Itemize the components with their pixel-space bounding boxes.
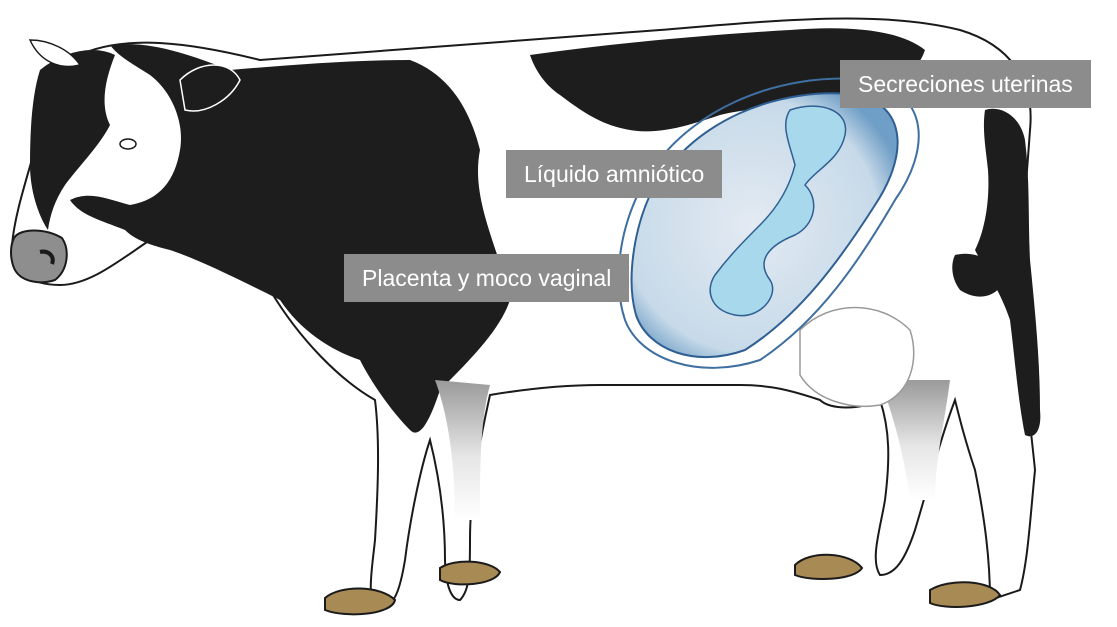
udder	[800, 308, 914, 407]
label-placenta-mucus: Placenta y moco vaginal	[344, 254, 629, 302]
label-uterine-secretions: Secreciones uterinas	[840, 60, 1091, 108]
nose	[11, 231, 67, 283]
label-amniotic-fluid: Líquido amniótico	[506, 150, 722, 198]
